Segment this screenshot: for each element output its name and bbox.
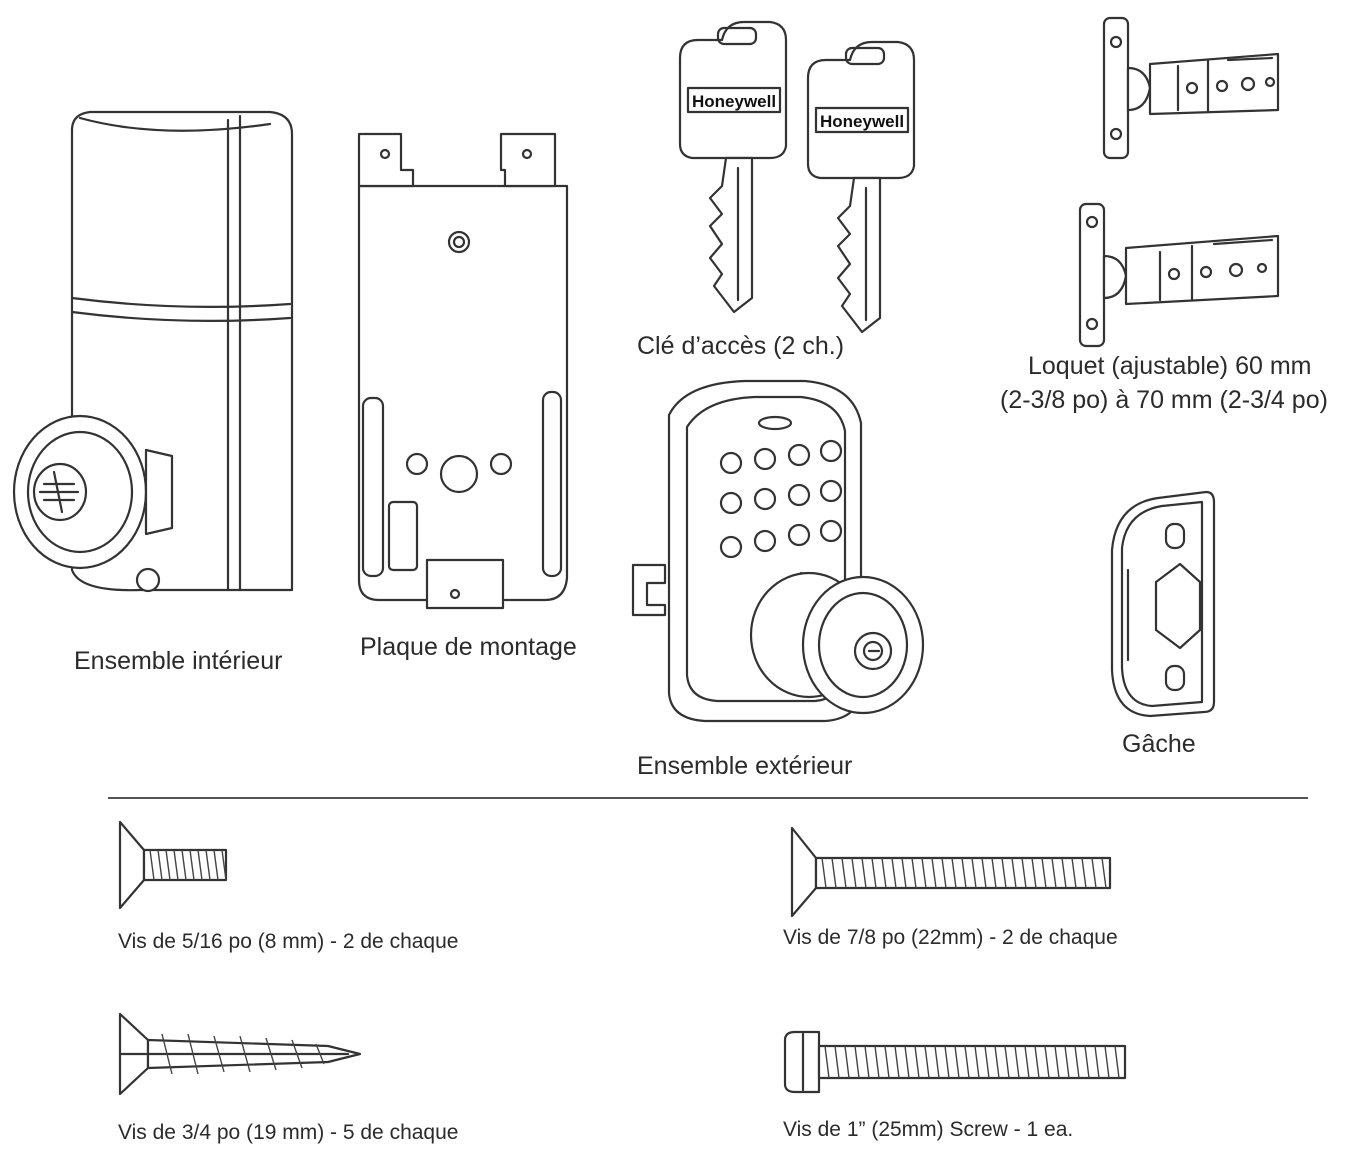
screw-1in-illustration [783,1030,1127,1094]
latch-label-line2: (2-3/8 po) à 70 mm (2-3/4 po) [1000,386,1328,414]
key-brand-text-2: Honeywell [820,112,904,131]
strike-label: Gâche [1122,730,1196,758]
interior-assembly-illustration [12,110,294,593]
section-divider [108,797,1308,799]
mounting-plate-label: Plaque de montage [360,633,577,661]
exterior-assembly-label: Ensemble extérieur [637,752,853,780]
latch-illustration-top [1102,16,1280,160]
access-keys-illustration: Honeywell Honeywell [678,20,916,334]
screw-3-4-label: Vis de 3/4 po (19 mm) - 5 de chaque [118,1121,459,1144]
screw-5-16-label: Vis de 5/16 po (8 mm) - 2 de chaque [118,930,459,953]
screw-5-16-illustration [118,820,228,910]
interior-assembly-label: Ensemble intérieur [74,647,283,675]
latch-illustration-bottom [1078,202,1280,348]
screw-7-8-illustration [790,826,1112,918]
key-brand-text: Honeywell [692,92,776,111]
mounting-plate-illustration [357,132,569,610]
exterior-assembly-illustration [631,379,925,723]
screw-3-4-illustration [118,1012,362,1096]
access-keys-label: Clé d’accès (2 ch.) [637,332,845,360]
strike-plate-illustration [1110,490,1216,718]
screw-7-8-label: Vis de 7/8 po (22mm) - 2 de chaque [783,926,1118,949]
latch-label-line1: Loquet (ajustable) 60 mm [1028,352,1312,380]
screw-1in-label: Vis de 1” (25mm) Screw - 1 ea. [783,1118,1074,1141]
